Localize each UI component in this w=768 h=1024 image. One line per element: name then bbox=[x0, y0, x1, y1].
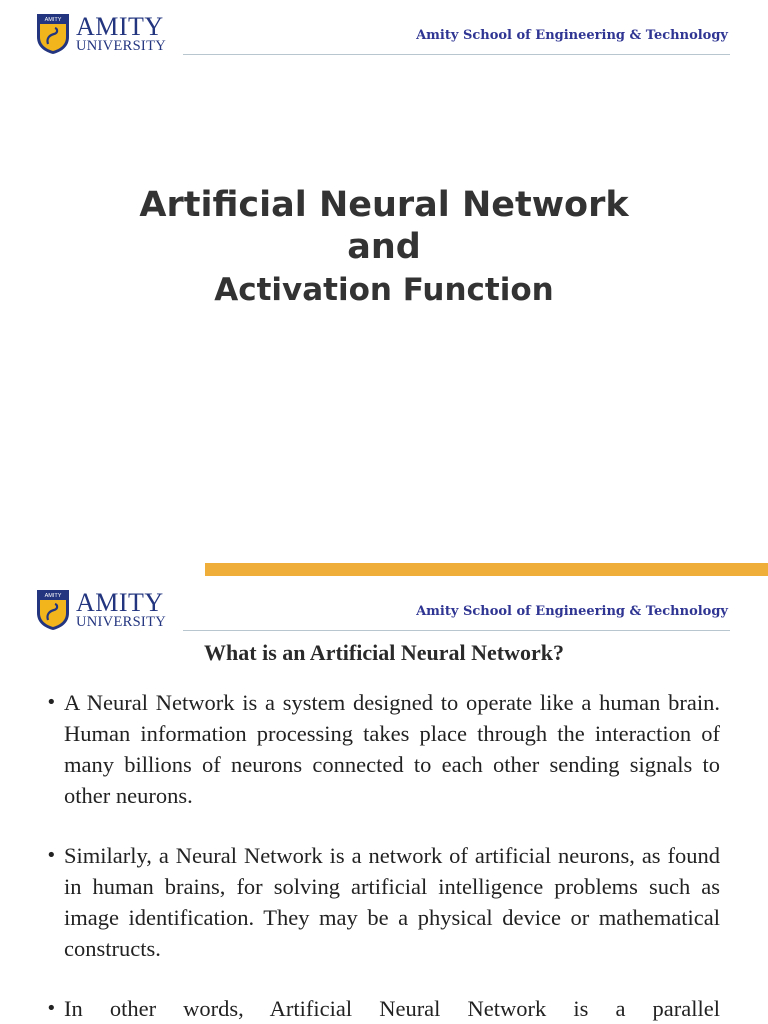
logo-text-university: UNIVERSITY bbox=[76, 614, 166, 630]
slide-subtitle: Activation Function bbox=[214, 272, 554, 308]
svg-text:AMITY: AMITY bbox=[45, 17, 62, 23]
school-name: Amity School of Engineering & Technology bbox=[416, 604, 728, 619]
bullet-text: A Neural Network is a system designed to… bbox=[64, 690, 720, 808]
bullet-icon: • bbox=[46, 845, 57, 866]
amity-logo: AMITY AMITY UNIVERSITY bbox=[36, 13, 168, 57]
svg-text:AMITY: AMITY bbox=[45, 593, 62, 599]
bullet-text: In other words, Artificial Neural Networ… bbox=[64, 996, 720, 1021]
bullet-icon: • bbox=[46, 692, 57, 713]
amity-crest-icon: AMITY bbox=[37, 590, 69, 630]
logo-text-university: UNIVERSITY bbox=[76, 38, 166, 54]
bullet-icon: • bbox=[46, 998, 57, 1019]
amity-crest-icon: AMITY bbox=[37, 14, 69, 54]
amity-logo: AMITY AMITY UNIVERSITY bbox=[36, 589, 168, 633]
school-name: Amity School of Engineering & Technology bbox=[416, 28, 728, 43]
bullet-text: Similarly, a Neural Network is a network… bbox=[64, 843, 720, 961]
bullet-item: • A Neural Network is a system designed … bbox=[46, 687, 720, 811]
bullet-item: • Similarly, a Neural Network is a netwo… bbox=[46, 840, 720, 964]
section-heading: What is an Artificial Neural Network? bbox=[204, 640, 564, 665]
accent-bar bbox=[205, 563, 768, 576]
slide-title-line2: and bbox=[347, 227, 421, 267]
slide-title-line1: Artificial Neural Network bbox=[139, 185, 629, 225]
logo-text-amity: AMITY bbox=[76, 12, 164, 41]
header-divider bbox=[183, 630, 730, 631]
logo-text-amity: AMITY bbox=[76, 588, 164, 617]
content-slide: AMITY AMITY UNIVERSITY Amity School of E… bbox=[0, 576, 768, 1024]
title-slide: AMITY AMITY UNIVERSITY Amity School of E… bbox=[36, 12, 768, 576]
header-divider bbox=[183, 54, 730, 55]
bullet-item: • In other words, Artificial Neural Netw… bbox=[46, 993, 720, 1024]
bullet-list: • A Neural Network is a system designed … bbox=[46, 687, 720, 1024]
